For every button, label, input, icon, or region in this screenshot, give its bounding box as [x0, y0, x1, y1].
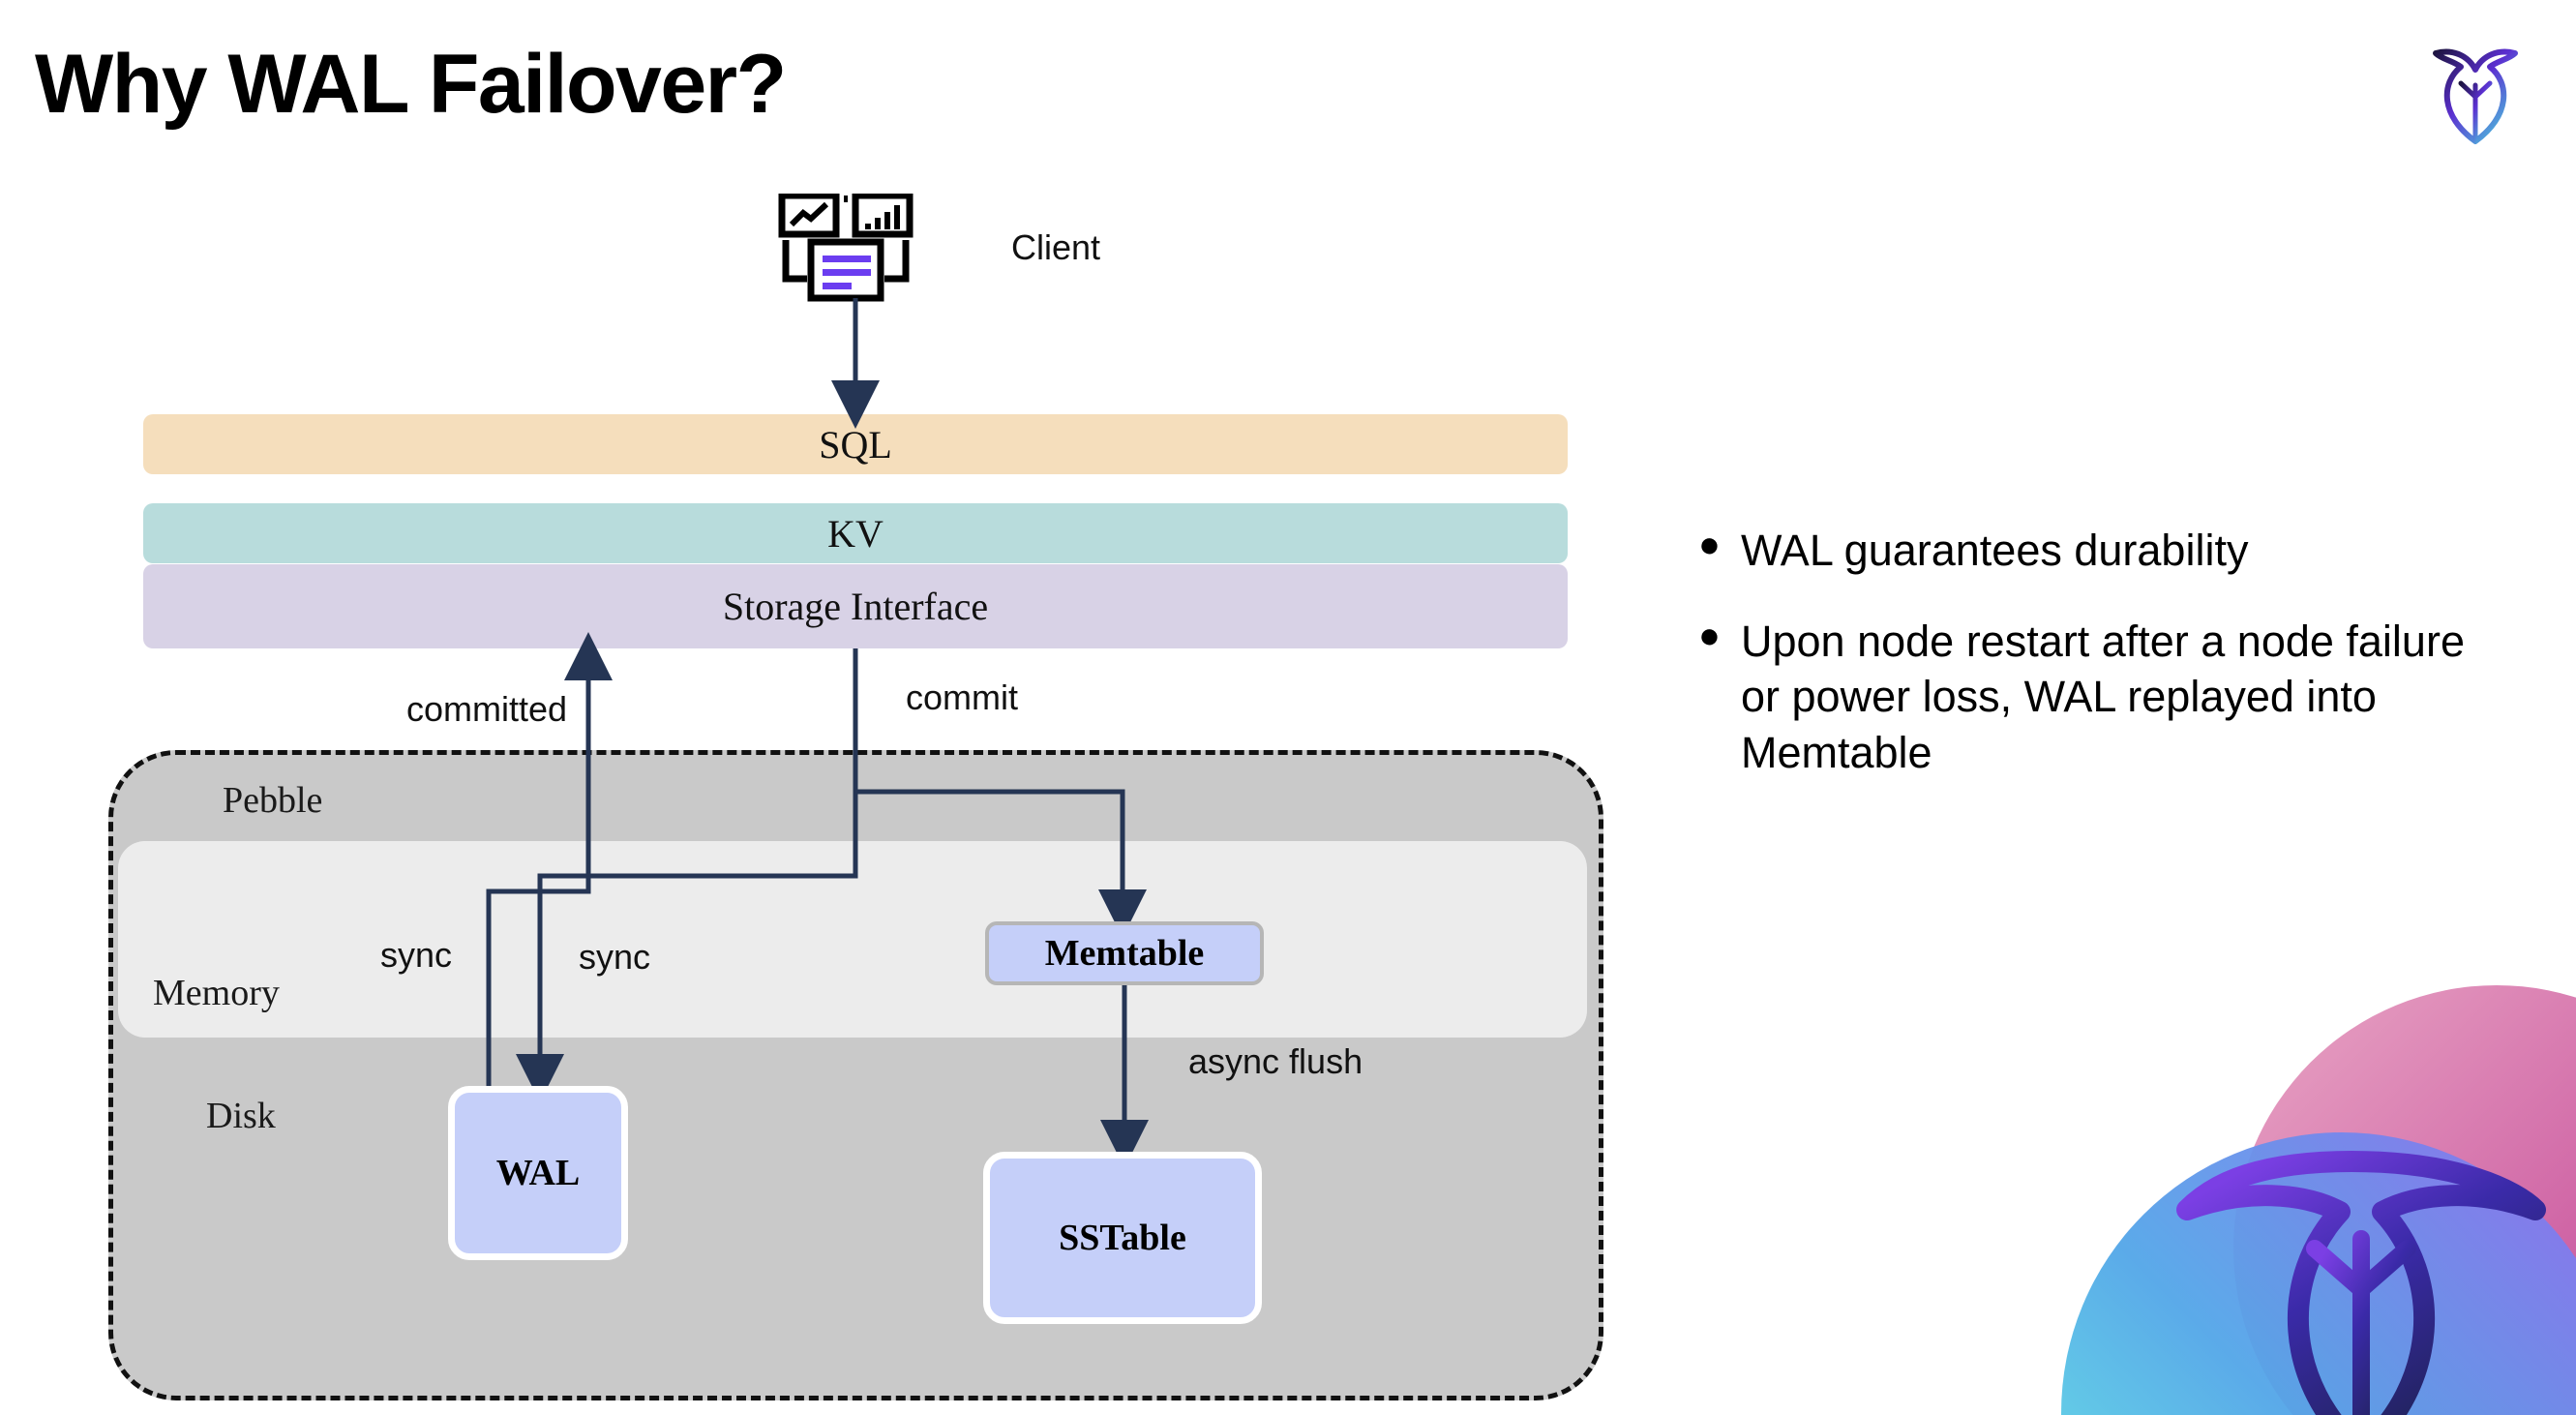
memory-label: Memory	[153, 973, 280, 1013]
list-item: ● Upon node restart after a node failure…	[1698, 614, 2501, 781]
bullet-marker-icon: ●	[1698, 615, 1721, 656]
edge-label-committed: committed	[406, 689, 568, 729]
memory-region-panel	[118, 841, 1587, 1038]
decorative-brand-emblem	[1955, 929, 2576, 1415]
pebble-label: Pebble	[223, 780, 323, 821]
cockroachdb-logo-icon	[2412, 27, 2538, 153]
edge-label-sync-right: sync	[579, 937, 651, 977]
bullet-marker-icon: ●	[1698, 525, 1721, 565]
client-label: Client	[1011, 227, 1101, 267]
client-dashboard-icon	[774, 192, 929, 305]
node-memtable: Memtable	[985, 921, 1264, 985]
layer-bar-sql: SQL	[143, 414, 1568, 474]
page-title: Why WAL Failover?	[35, 38, 787, 131]
edge-label-async-flush: async flush	[1188, 1041, 1363, 1081]
bullet-text: Upon node restart after a node failure o…	[1741, 616, 2465, 777]
layer-bar-storage-interface: Storage Interface	[143, 564, 1568, 648]
node-wal: WAL	[448, 1086, 628, 1260]
edge-label-commit: commit	[906, 677, 1018, 717]
architecture-diagram: Client SQL KV Storage Interface Pebble M…	[108, 192, 1603, 1400]
node-sstable: SSTable	[983, 1152, 1262, 1324]
layer-bar-kv: KV	[143, 503, 1568, 563]
disk-label: Disk	[206, 1096, 276, 1136]
bullet-list: ● WAL guarantees durability ● Upon node …	[1698, 523, 2501, 815]
list-item: ● WAL guarantees durability	[1698, 523, 2501, 579]
bullet-text: WAL guarantees durability	[1741, 526, 2249, 575]
edge-label-sync-left: sync	[380, 935, 453, 975]
